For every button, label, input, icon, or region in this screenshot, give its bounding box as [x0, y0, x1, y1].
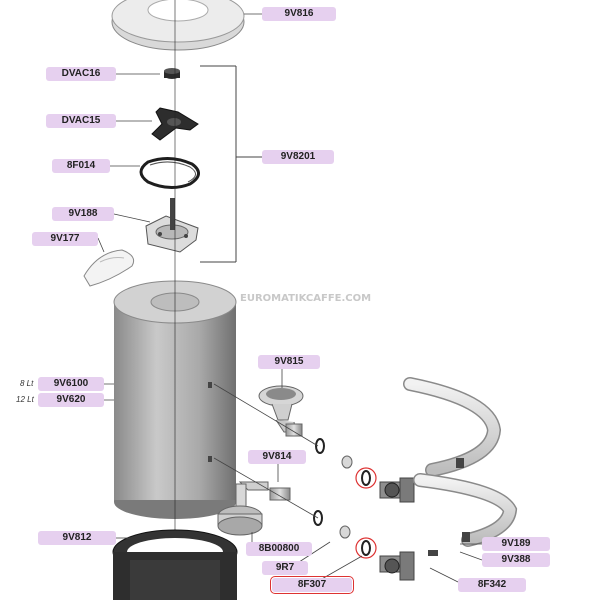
label-9V177: 9V177 [32, 232, 98, 246]
label-9V816: 9V816 [262, 7, 336, 21]
leader-lines-lower [88, 368, 483, 583]
gasket-part [139, 157, 200, 189]
watermark-text: EUROMATIKCAFFE.COM [240, 293, 372, 304]
group-bracket [200, 65, 262, 263]
seals-and-washers [313, 438, 371, 556]
label-9R7: 9R7 [262, 561, 308, 575]
gauge-fitting-part [258, 385, 304, 437]
leader-lines-top [97, 13, 262, 253]
label-8B00800: 8B00800 [246, 542, 312, 556]
valve-body-part [145, 198, 199, 253]
tap-upper [379, 477, 415, 503]
label-DVAC16: DVAC16 [46, 67, 116, 81]
capacity-12lt: 12 Lt [16, 395, 34, 404]
label-8F014: 8F014 [52, 159, 110, 173]
cap-part [164, 68, 180, 79]
highlight-circles [355, 467, 377, 559]
drain-pipes [403, 377, 518, 547]
label-9V8201: 9V8201 [262, 150, 334, 164]
capacity-8lt: 8 Lt [20, 379, 34, 388]
label-8F342: 8F342 [458, 578, 526, 592]
cover-part [83, 249, 135, 287]
base-ring-part [112, 529, 238, 600]
label-9V812: 9V812 [38, 531, 116, 545]
tap-lower [379, 551, 415, 581]
label-9V189: 9V189 [482, 537, 550, 551]
label-9V6100: 9V6100 [38, 377, 104, 391]
pipe-fitting-part [217, 481, 291, 536]
lid-part [111, 0, 245, 51]
label-8F307: 8F307 [270, 576, 354, 594]
pipe-clips [428, 458, 470, 556]
label-9V620: 9V620 [38, 393, 104, 407]
label-9V388: 9V388 [482, 553, 550, 567]
label-9V188: 9V188 [52, 207, 114, 221]
label-DVAC15: DVAC15 [46, 114, 116, 128]
label-9V815: 9V815 [258, 355, 320, 369]
label-9V814: 9V814 [248, 450, 306, 464]
